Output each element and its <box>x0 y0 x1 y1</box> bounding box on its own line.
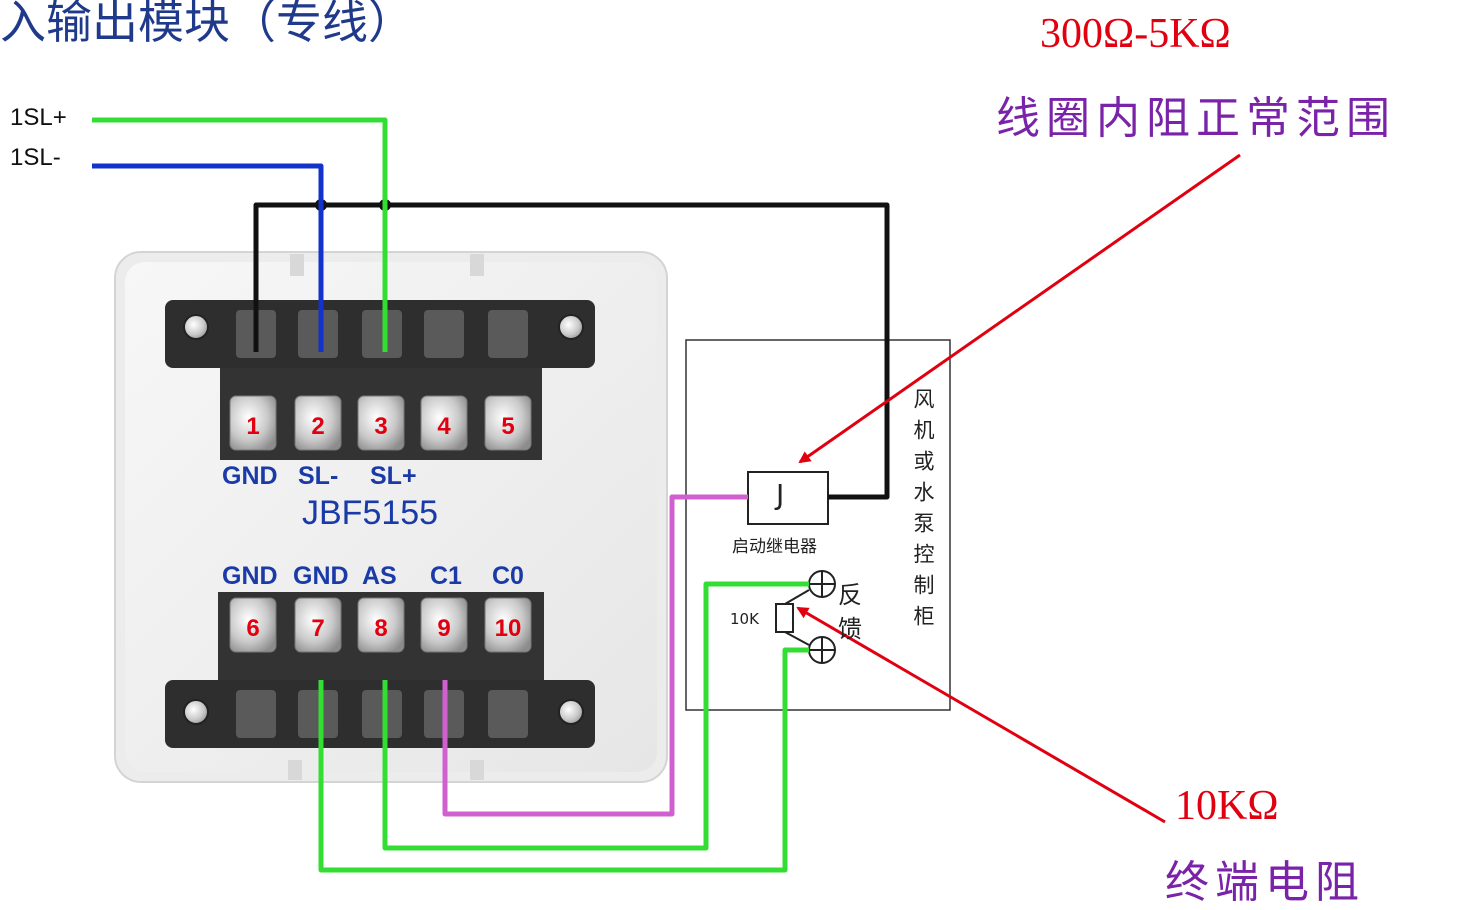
terminal-number-9: 9 <box>437 615 450 642</box>
wire-label-sl-plus: 1SL+ <box>10 104 67 131</box>
wires <box>92 117 890 873</box>
coil-resistance-value: 300Ω-5KΩ <box>1040 11 1231 57</box>
green-wire-gnd <box>318 647 809 873</box>
arrow-to-resistor <box>796 606 1166 824</box>
terminal-number-8: 8 <box>374 615 387 642</box>
green-wire-as <box>382 581 809 851</box>
terminal-label-gnd-7: GND <box>293 562 349 590</box>
pink-wire <box>442 494 748 817</box>
terminal-resistor-value: 10KΩ <box>1175 783 1279 829</box>
terminal-label-as: AS <box>362 562 397 590</box>
terminal-label-gnd-top: GND <box>222 462 278 490</box>
resistor-label: 10K <box>730 610 759 628</box>
control-cabinet-box <box>685 339 951 711</box>
arrow-to-relay <box>798 153 1241 464</box>
terminal-number-2: 2 <box>311 413 324 440</box>
relay-label: 启动继电器 <box>732 537 817 557</box>
relay-box <box>747 471 829 525</box>
module-model: JBF5155 <box>302 494 439 532</box>
blue-wire-sl-minus <box>92 163 324 352</box>
terminal-label-sl-minus: SL- <box>298 462 339 490</box>
terminal-number-3: 3 <box>374 413 387 440</box>
terminal-label-c0: C0 <box>492 562 524 590</box>
terminal-number-5: 5 <box>501 413 514 440</box>
terminal-label-gnd-6: GND <box>222 562 278 590</box>
terminal-number-6: 6 <box>246 615 259 642</box>
page-title: 入输出模块（专线） <box>0 0 414 49</box>
terminal-number-1: 1 <box>246 413 259 440</box>
terminal-number-4: 4 <box>437 413 451 440</box>
cabinet-name: 风机或水泵控制柜 <box>911 388 935 636</box>
wire-label-sl-minus: 1SL- <box>10 144 61 171</box>
terminal-number-7: 7 <box>311 615 324 642</box>
terminal-label-sl-plus: SL+ <box>370 462 417 490</box>
terminal-label-c1: C1 <box>430 562 462 590</box>
feedback-label: 反馈 <box>838 581 862 643</box>
black-wire <box>253 202 890 500</box>
terminal-number-10: 10 <box>495 615 522 642</box>
top-screws: 1 2 3 4 5 <box>229 395 532 451</box>
relay-symbol: J <box>776 478 785 511</box>
green-wire-sl-plus <box>92 117 388 352</box>
bottom-screws: 6 7 8 9 10 <box>229 597 532 653</box>
coil-resistance-label: 线圈内阻正常范围 <box>996 93 1396 144</box>
terminal-resistor-label: 终端电阻 <box>1165 857 1365 908</box>
